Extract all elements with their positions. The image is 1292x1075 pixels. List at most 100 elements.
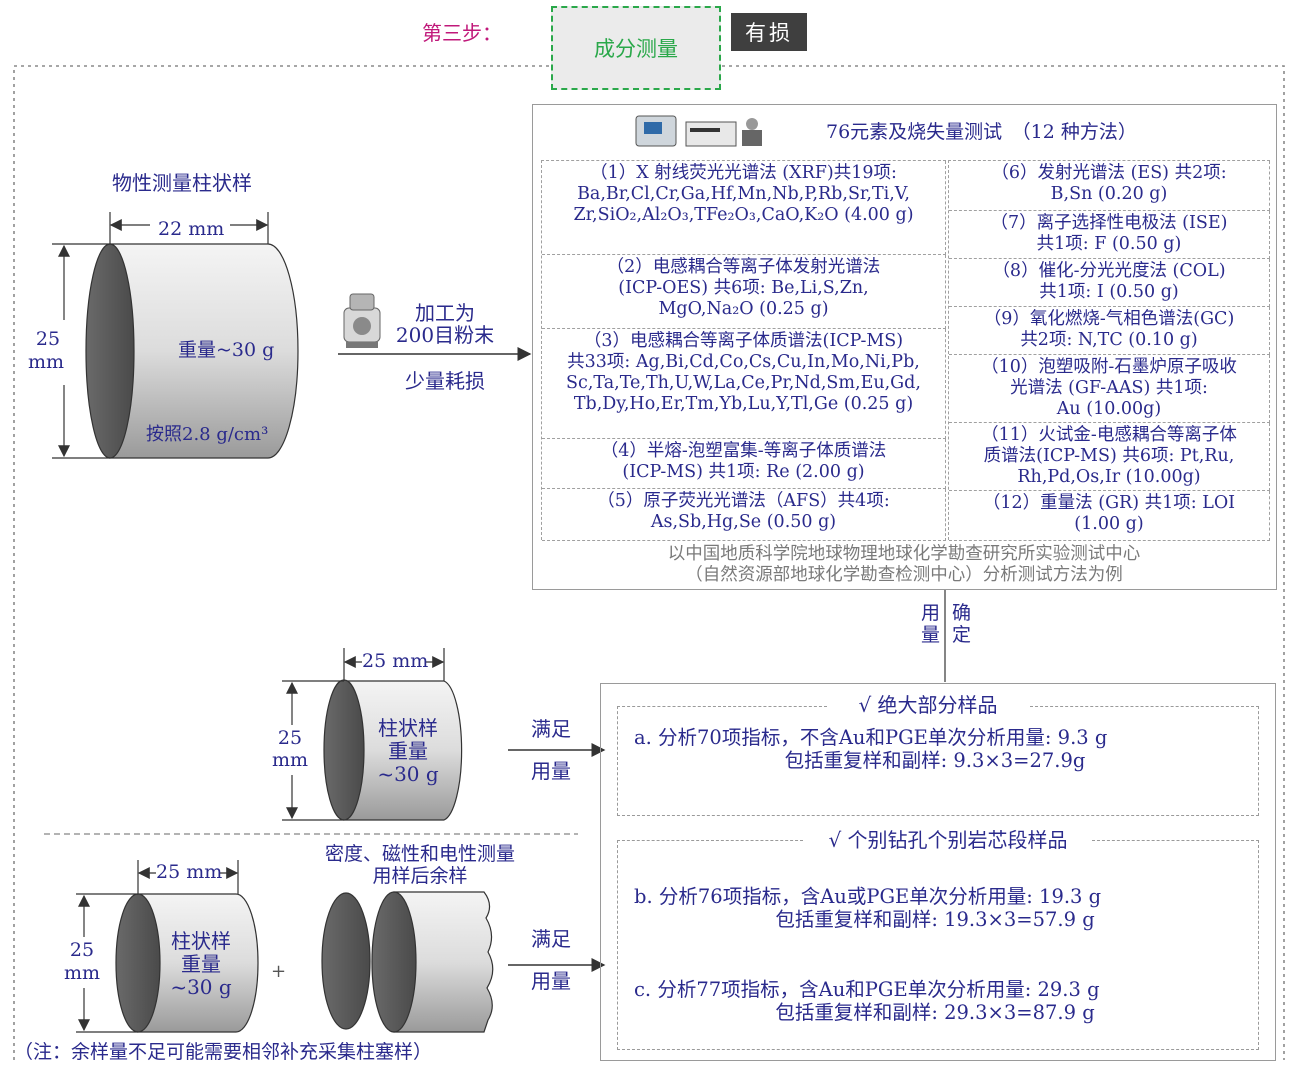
top-sample-weight: 重量~30 g bbox=[178, 339, 275, 361]
method-4-l2: (ICP-MS) 共1项: Re (2.00 g) bbox=[622, 462, 865, 482]
group2-topline-l bbox=[617, 840, 803, 841]
mid-sample-height-unit: mm bbox=[271, 749, 309, 771]
method-1-l3: Zr,SiO₂,Al₂O₃,TFe₂O₃,CaO,K₂O (4.00 g) bbox=[573, 205, 914, 225]
method-8-l2: 共1项: I (0.50 g) bbox=[1039, 282, 1179, 302]
step-label: 第三步： bbox=[422, 21, 502, 45]
method-9-l2: 共2项: N,TC (0.10 g) bbox=[1020, 330, 1198, 350]
method-7-l1: （7）离子选择性电极法 (ISE) bbox=[990, 213, 1228, 233]
bottom-cylinder-shape bbox=[115, 893, 259, 1033]
method-2-l1: （2）电感耦合等离子体发射光谱法 bbox=[606, 257, 881, 277]
result-a-line2: 包括重复样和副样: 9.3×3=27.9g bbox=[784, 749, 1086, 772]
methods-panel-title: 76元素及烧失量测试 （12 种方法） bbox=[826, 121, 1137, 143]
left-methods-column: （1）X 射线荧光光谱法 (XRF)共19项: Ba,Br,Cl,Cr,Ga,H… bbox=[541, 160, 946, 541]
remaining-sample-l1: 密度、磁性和电性测量 bbox=[324, 843, 515, 865]
method-8-l1: （8）催化-分光光度法 (COL) bbox=[992, 261, 1226, 281]
group2-box bbox=[617, 840, 1259, 1050]
group1-topline-l bbox=[617, 706, 827, 707]
top-sample-density: 按照2.8 g/cm³ bbox=[146, 424, 269, 445]
bottom-satisfy-1: 满足 bbox=[531, 927, 571, 951]
mid-satisfy-1: 满足 bbox=[531, 717, 571, 741]
result-c-line2: 包括重复样和副样: 29.3×3=87.9 g bbox=[775, 1001, 1095, 1024]
result-a-line1: a. 分析70项指标，不含Au和PGE单次分析用量: 9.3 g bbox=[634, 726, 1108, 749]
method-2-l3: MgO,Na₂O (0.25 g) bbox=[658, 299, 829, 319]
method-6: （6）发射光谱法 (ES) 共2项: B,Sn (0.20 g) bbox=[949, 161, 1270, 211]
method-5: （5）原子荧光光谱法（AFS）共4项: As,Sb,Hg,Se (0.50 g) bbox=[542, 489, 946, 541]
mid-sample-height-num: 25 bbox=[277, 727, 303, 749]
bottom-sample-l3: ~30 g bbox=[170, 975, 232, 999]
instrument-icons bbox=[635, 115, 762, 147]
method-2-l2: (ICP-OES) 共6项: Be,Li,S,Zn, bbox=[618, 278, 869, 298]
result-c-line1: c. 分析77项指标，含Au和PGE单次分析用量: 29.3 g bbox=[634, 978, 1100, 1001]
remaining-sample-shape bbox=[321, 891, 494, 1033]
method-2: （2）电感耦合等离子体发射光谱法 (ICP-OES) 共6项: Be,Li,S,… bbox=[542, 255, 946, 329]
method-3-l3: Sc,Ta,Te,Th,U,W,La,Ce,Pr,Nd,Sm,Eu,Gd, bbox=[566, 373, 921, 393]
group1-topline-r bbox=[1030, 706, 1259, 707]
process-line2: 200目粉末 bbox=[395, 323, 495, 347]
method-5-l1: （5）原子荧光光谱法（AFS）共4项: bbox=[597, 491, 890, 511]
method-10-l1: （10）泡塑吸附-石墨炉原子吸收 bbox=[981, 357, 1237, 377]
bottom-satisfy-2: 用量 bbox=[531, 969, 571, 993]
lossy-tag: 有损 bbox=[731, 13, 807, 51]
method-6-l2: B,Sn (0.20 g) bbox=[1050, 184, 1168, 204]
methods-footnote-1: 以中国地质科学院地球物理地球化学勘查研究所实验测试中心 bbox=[667, 544, 1141, 564]
mid-sample-l1: 柱状样 bbox=[378, 716, 438, 740]
process-line1: 加工为 bbox=[415, 301, 475, 325]
group1-box bbox=[617, 706, 1259, 816]
method-12-l2: (1.00 g) bbox=[1074, 514, 1144, 534]
process-loss: 少量耗损 bbox=[405, 369, 485, 393]
right-methods-column: （6）发射光谱法 (ES) 共2项: B,Sn (0.20 g) （7）离子选择… bbox=[948, 160, 1270, 541]
method-6-l1: （6）发射光谱法 (ES) 共2项: bbox=[991, 163, 1227, 183]
method-1-l2: Ba,Br,Cl,Cr,Ga,Hf,Mn,Nb,P,Rb,Sr,Ti,V, bbox=[577, 184, 910, 204]
top-sample-title: 物性测量柱状样 bbox=[112, 171, 252, 195]
lossy-tag-label: 有损 bbox=[745, 21, 793, 45]
method-5-l2: As,Sb,Hg,Se (0.50 g) bbox=[650, 512, 837, 532]
method-10: （10）泡塑吸附-石墨炉原子吸收 光谱法 (GF-AAS) 共1项: Au (1… bbox=[949, 355, 1270, 423]
method-9-l1: （9）氧化燃烧-气相色谱法(GC) bbox=[983, 309, 1235, 329]
method-3-l2: 共33项: Ag,Bi,Cd,Co,Cs,Cu,In,Mo,Ni,Pb, bbox=[567, 352, 920, 372]
bottom-sample-height-num: 25 bbox=[69, 939, 95, 961]
mid-sample-l2: 重量 bbox=[388, 739, 428, 763]
result-b-line2: 包括重复样和副样: 19.3×3=57.9 g bbox=[775, 908, 1095, 931]
mid-sample-width: 25 mm bbox=[362, 650, 429, 672]
method-1: （1）X 射线荧光光谱法 (XRF)共19项: Ba,Br,Cl,Cr,Ga,H… bbox=[542, 161, 946, 255]
step-box: 成分测量 bbox=[551, 6, 721, 90]
method-3-l1: （3）电感耦合等离子体质谱法(ICP-MS) bbox=[583, 331, 904, 351]
plus-sign: + bbox=[271, 961, 287, 982]
method-3-l4: Tb,Dy,Ho,Er,Tm,Yb,Lu,Y,Tl,Ge (0.25 g) bbox=[573, 394, 914, 414]
bottom-sample-l1: 柱状样 bbox=[171, 929, 231, 953]
bottom-note: （注：余样量不足可能需要相邻补充采集柱塞样） bbox=[14, 1041, 433, 1063]
top-sample-height-unit: mm bbox=[27, 351, 65, 373]
method-4-l1: （4）半熔-泡塑富集-等离子体质谱法 bbox=[600, 441, 887, 461]
group2-title: √ 个别钻孔个别岩芯段样品 bbox=[828, 828, 1068, 852]
bottom-sample-l2: 重量 bbox=[181, 952, 221, 976]
result-b-line1: b. 分析76项指标，含Au或PGE单次分析用量: 19.3 g bbox=[634, 885, 1102, 908]
top-sample-width: 22 mm bbox=[158, 218, 225, 240]
method-10-l2: 光谱法 (GF-AAS) 共1项: bbox=[1010, 378, 1208, 398]
method-11-l3: Rh,Pd,Os,Ir (10.00g) bbox=[1017, 467, 1201, 487]
step-box-label: 成分测量 bbox=[594, 37, 678, 61]
group2-topline-r bbox=[1092, 840, 1259, 841]
method-1-l1: （1）X 射线荧光光谱法 (XRF)共19项: bbox=[590, 163, 897, 183]
method-11-l1: （11）火试金-电感耦合等离子体 bbox=[981, 425, 1237, 445]
remaining-sample-l2: 用样后余样 bbox=[372, 865, 468, 887]
mid-sample-l3: ~30 g bbox=[377, 762, 439, 786]
bottom-sample-width: 25 mm bbox=[156, 861, 223, 883]
method-11: （11）火试金-电感耦合等离子体 质谱法(ICP-MS) 共6项: Pt,Ru,… bbox=[949, 423, 1270, 491]
method-4: （4）半熔-泡塑富集-等离子体质谱法 (ICP-MS) 共1项: Re (2.0… bbox=[542, 439, 946, 489]
methods-footnote-2: （自然资源部地球化学勘查检测中心）分析测试方法为例 bbox=[685, 565, 1123, 585]
usage-label-col1: 用量 bbox=[921, 602, 941, 646]
method-10-l3: Au (10.00g) bbox=[1056, 399, 1162, 419]
method-7: （7）离子选择性电极法 (ISE) 共1项: F (0.50 g) bbox=[949, 211, 1270, 259]
method-8: （8）催化-分光光度法 (COL) 共1项: I (0.50 g) bbox=[949, 259, 1270, 307]
outer-dotted-frame bbox=[13, 65, 1285, 1060]
usage-label-col2: 确定 bbox=[952, 602, 972, 646]
result-panel bbox=[600, 683, 1276, 1061]
mid-satisfy-2: 用量 bbox=[531, 759, 571, 783]
method-7-l2: 共1项: F (0.50 g) bbox=[1036, 234, 1182, 254]
method-12: （12）重量法 (GR) 共1项: LOI (1.00 g) bbox=[949, 491, 1270, 541]
top-sample-height-num: 25 bbox=[35, 328, 61, 350]
method-3: （3）电感耦合等离子体质谱法(ICP-MS) 共33项: Ag,Bi,Cd,Co… bbox=[542, 329, 946, 439]
bottom-sample-height-unit: mm bbox=[63, 962, 101, 984]
grinder-icon bbox=[343, 293, 381, 348]
